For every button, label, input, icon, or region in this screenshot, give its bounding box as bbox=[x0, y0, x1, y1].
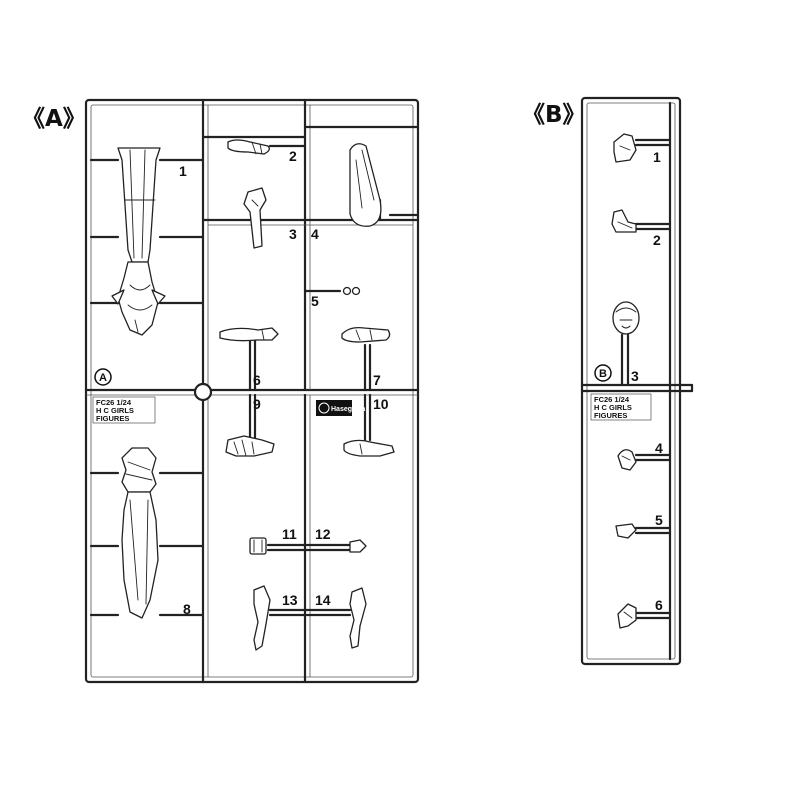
part-number: 5 bbox=[655, 512, 663, 528]
part-number: 7 bbox=[373, 372, 381, 388]
part-a6 bbox=[219, 327, 279, 342]
part-number: 1 bbox=[179, 163, 187, 179]
part-a11 bbox=[249, 537, 267, 555]
part-number: 8 bbox=[183, 601, 191, 617]
part-number: 6 bbox=[253, 372, 261, 388]
part-number: 6 bbox=[655, 597, 663, 613]
part-number: 4 bbox=[311, 226, 319, 242]
part-a14 bbox=[349, 587, 367, 649]
part-b6-shoe bbox=[617, 603, 637, 629]
frame-a-badge: A bbox=[94, 368, 112, 386]
part-number: 3 bbox=[631, 368, 639, 384]
part-number: 11 bbox=[282, 526, 297, 542]
part-number: 2 bbox=[653, 232, 661, 248]
frame-a-part-numbers: 1 2 3 4 5 6 7 8 9 10 11 12 13 14 bbox=[179, 148, 389, 617]
frame-a-title: 《A》 bbox=[22, 106, 86, 132]
part-a7 bbox=[341, 326, 391, 343]
part-a3 bbox=[243, 187, 267, 249]
part-number: 1 bbox=[653, 149, 661, 165]
svg-text:FIGURES: FIGURES bbox=[594, 411, 627, 420]
part-a1-figure bbox=[111, 147, 166, 336]
part-a10 bbox=[343, 439, 395, 457]
frame-a-stamp: FC26 1/24 H C GIRLS FIGURES bbox=[92, 396, 156, 424]
part-a4 bbox=[349, 143, 382, 227]
part-number: 12 bbox=[315, 526, 331, 542]
part-number: 4 bbox=[655, 440, 663, 456]
part-b2-shoe bbox=[611, 209, 637, 233]
frame-b-stamp: FC26 1/24 H C GIRLS FIGURES bbox=[590, 393, 652, 421]
part-number: 3 bbox=[289, 226, 297, 242]
part-a12 bbox=[349, 539, 367, 553]
part-a9 bbox=[225, 435, 275, 457]
frame-b-badge: B bbox=[594, 364, 612, 382]
part-a5 bbox=[342, 286, 361, 296]
frame-b: 《B》 bbox=[522, 96, 694, 666]
svg-text:FIGURES: FIGURES bbox=[96, 414, 129, 423]
part-number: 10 bbox=[373, 396, 389, 412]
part-number: 2 bbox=[289, 148, 297, 164]
part-b4-head bbox=[617, 449, 637, 471]
frame-b-runner bbox=[580, 96, 694, 666]
part-number: 5 bbox=[311, 293, 319, 309]
part-a8-figure bbox=[121, 447, 159, 619]
svg-text:A: A bbox=[99, 372, 107, 384]
svg-text:B: B bbox=[599, 368, 607, 380]
part-number: 9 bbox=[253, 396, 261, 412]
part-b3-head bbox=[612, 301, 640, 335]
part-number: 14 bbox=[315, 592, 331, 608]
frame-a-logo: Hasegawa bbox=[316, 400, 365, 416]
frame-b-title: 《B》 bbox=[522, 102, 586, 128]
svg-text:H C GIRLS: H C GIRLS bbox=[594, 403, 632, 412]
part-b1-shoe bbox=[613, 133, 637, 163]
part-a2 bbox=[227, 139, 270, 155]
part-b5 bbox=[615, 523, 637, 539]
frame-a: 《A》 bbox=[22, 98, 420, 684]
svg-text:H C GIRLS: H C GIRLS bbox=[96, 406, 134, 415]
part-number: 13 bbox=[282, 592, 298, 608]
svg-text:FC26 1/24: FC26 1/24 bbox=[594, 395, 630, 404]
svg-text:Hasegawa: Hasegawa bbox=[331, 406, 365, 413]
part-a13 bbox=[253, 585, 271, 651]
frame-b-part-numbers: 1 2 3 4 5 6 bbox=[631, 149, 663, 613]
svg-text:FC26 1/24: FC26 1/24 bbox=[96, 398, 132, 407]
